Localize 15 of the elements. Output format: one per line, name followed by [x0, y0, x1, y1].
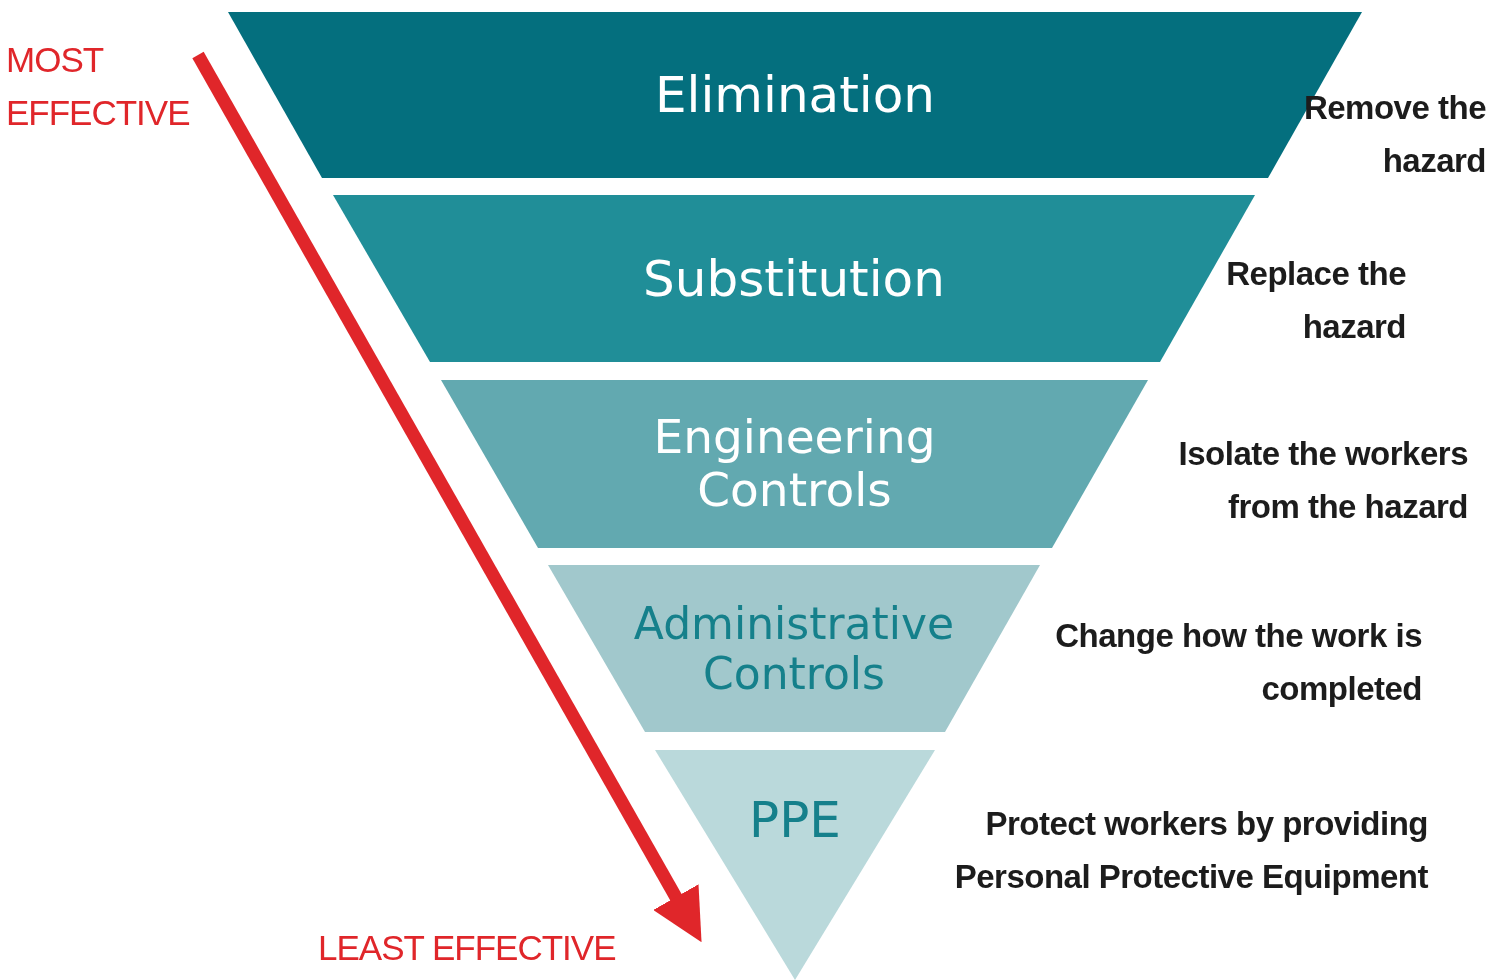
trapezoid-band	[441, 380, 1148, 548]
description-text: Replace the hazard	[1225, 254, 1406, 347]
band-title: Elimination	[654, 67, 936, 123]
trapezoid-band	[548, 565, 1040, 732]
band-title: PPE	[749, 792, 841, 848]
description-text: Change how the work is completed	[1054, 616, 1422, 709]
description-text: Remove the hazard	[1302, 88, 1486, 181]
band-title: Substitution	[643, 250, 945, 307]
trapezoid-band	[655, 750, 935, 980]
effectiveness-label: MOST EFFECTIVE	[6, 39, 191, 134]
description-text: Protect workers by providing Personal Protective Equipment	[953, 804, 1428, 897]
band-title: Engineering Controls	[652, 411, 937, 517]
band-title: Administrative Controls	[632, 599, 956, 698]
effectiveness-label: LEAST EFFECTIVE	[318, 927, 617, 969]
description-text: Isolate the workers from the hazard	[1177, 434, 1468, 527]
